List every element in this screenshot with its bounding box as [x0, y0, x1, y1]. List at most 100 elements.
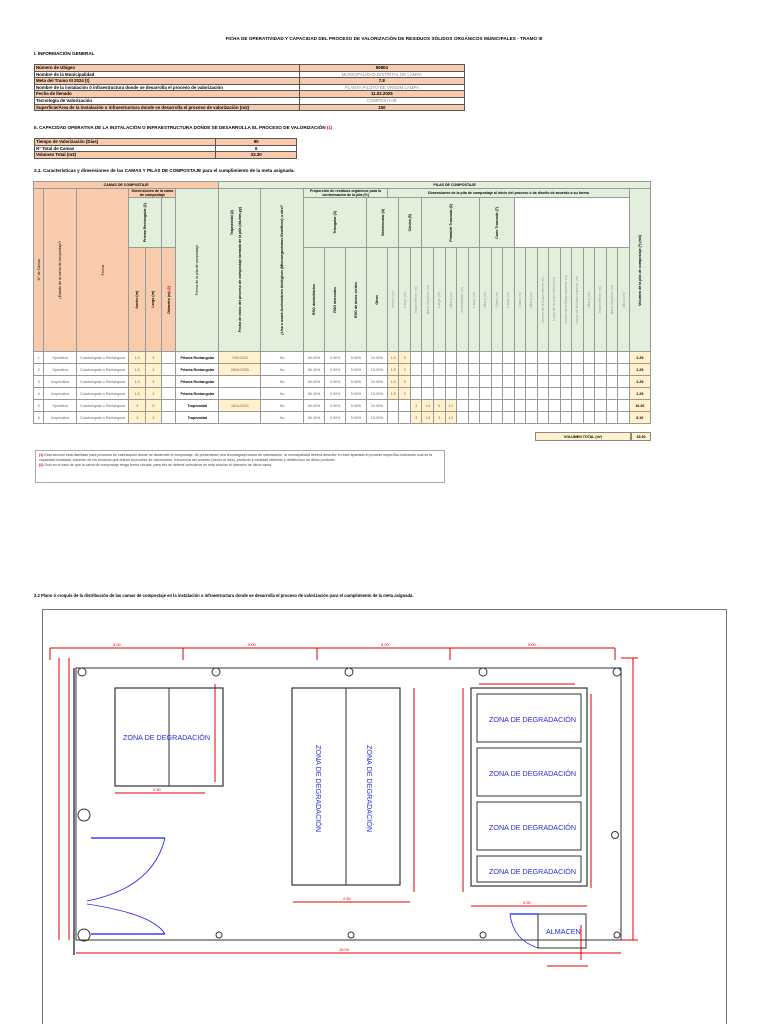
sub-col-header: Base (m): [490, 247, 504, 352]
cell-empty: [502, 399, 515, 412]
cell-tz-bi: [409, 387, 423, 400]
cell-n: 4: [32, 387, 45, 400]
sub-col-header: Ancho/Base (m): [456, 247, 469, 352]
cell-pr-l: 3: [398, 363, 411, 376]
cell-largo: 3: [145, 411, 162, 424]
cell-verde: 5.00%: [345, 363, 367, 376]
cell-empty: [536, 387, 550, 400]
cell-ancho: 1.5: [128, 351, 147, 364]
zone-label-r3: ZONA DE DEGRADACIÓN: [489, 823, 576, 832]
col-volumen: Volumen de la pila de compostaje (*) (m3…: [628, 188, 652, 352]
cell-empty: [571, 363, 584, 376]
cell-pr-l: [398, 399, 411, 412]
storage-label: ALMACEN: [546, 927, 581, 936]
col-col-otros: Otros: [366, 247, 388, 352]
cell-diam: [160, 399, 177, 412]
cell-fecha: [218, 375, 262, 388]
cell-empty: [617, 387, 630, 400]
section-2-2-heading: 2.2 Plano ó croquis de la distribución d…: [34, 593, 414, 598]
sub-col-header: Base inferior (m): [409, 247, 423, 352]
info-row: Nombre de la instalación ó infraestructu…: [34, 83, 466, 92]
shape-header: Cónica (5): [398, 197, 423, 248]
cell-pr-a: 1.5: [386, 387, 400, 400]
sub-col-header: Largo de la Base superior (m): [571, 247, 584, 352]
cell-forma: Cuadrangular o Rectangular: [75, 411, 130, 424]
footnote-2: (2) Solo en el caso de que la cama de co…: [39, 463, 273, 467]
col-estado: ¿Estado de la cama de compostaje?: [43, 188, 77, 352]
info-label: Nombre de la instalación ó infraestructu…: [34, 83, 300, 92]
cell-empty: [594, 387, 607, 400]
cell-tz-bi: 3: [409, 399, 423, 412]
info-value: COMPOSTAJE: [298, 96, 466, 105]
col-dims-pila: Dimensiones de la pila de compostaje al …: [386, 188, 630, 198]
total-volume-value: 33.30: [631, 432, 651, 441]
cell-empty: [582, 387, 596, 400]
sub-col-header: Altura (m): [444, 247, 458, 352]
cell-empty: [525, 375, 538, 388]
cell-ancho: 1.5: [128, 375, 147, 388]
cell-forma: Cuadrangular o Rectangular: [75, 375, 130, 388]
cell-largo: 3: [145, 351, 162, 364]
cell-empty: [479, 375, 492, 388]
cell-pr-l: 3: [398, 351, 411, 364]
sub-col-header: Altura (m): [479, 247, 492, 352]
cell-empty: [571, 387, 584, 400]
sub-col-header: Base (m): [513, 247, 527, 352]
cell-tz-bs: [421, 363, 434, 376]
cell-empty: [559, 351, 573, 364]
info-row: Volumen Total (m3)33.30: [33, 151, 297, 159]
cell-diam: [160, 351, 177, 364]
cell-pr-a: 1.5: [386, 375, 400, 388]
shape-header: Prisma Rectangular (1): [128, 197, 162, 248]
cell-otros: 15.00%: [366, 375, 388, 388]
cell-empty: [559, 387, 573, 400]
cell-empty: [571, 411, 584, 424]
cell-dom: 80.00%: [303, 351, 326, 364]
cell-empty: [617, 375, 630, 388]
cell-volume: 8.10: [628, 411, 652, 424]
cell-empty: [467, 375, 481, 388]
cell-empty: [594, 411, 607, 424]
cell-diam: [160, 411, 177, 424]
svg-text:2.50: 2.50: [153, 787, 162, 792]
cell-empty: [536, 399, 550, 412]
cell-empty: [548, 375, 561, 388]
svg-text:2.50: 2.50: [343, 896, 352, 901]
cell-acel: No: [260, 411, 305, 424]
cell-fecha: 28/01/2025: [218, 363, 262, 376]
cell-empty: [525, 411, 538, 424]
cell-volume: 2.25: [628, 387, 652, 400]
cell-otros: 15.00%: [366, 411, 388, 424]
cell-empty: [467, 363, 481, 376]
cell-empty: [525, 399, 538, 412]
col-col-rso-dom: RSO domiciliarios: [303, 247, 326, 352]
info-label: Superficie/Área de la instalación o infr…: [34, 103, 300, 112]
sub-col-header: Largo de la base inferior(m): [548, 247, 561, 352]
cell-empty: [490, 399, 504, 412]
composting-beds-table: CAMAS DE COMPOSTAJE PILAS DE COMPOSTAJE …: [32, 181, 652, 424]
sub-col-header: Altura (m): [582, 247, 596, 352]
cell-empty: [594, 399, 607, 412]
cell-empty: [582, 351, 596, 364]
col-ancho: Ancho (m): [128, 247, 147, 352]
cell-pr-a: [386, 411, 400, 424]
cell-volume: 16.20: [628, 399, 652, 412]
cell-estado: Operativa: [43, 399, 77, 412]
cell-empty: [548, 399, 561, 412]
cell-acel: No: [260, 387, 305, 400]
cell-tz-bs: 1.5: [421, 411, 434, 424]
cell-empty: [536, 351, 550, 364]
cell-fecha: 18/11/2024: [218, 399, 262, 412]
cell-empty: [479, 351, 492, 364]
cell-acel: No: [260, 375, 305, 388]
cell-empty: [571, 375, 584, 388]
svg-text:5.00: 5.00: [248, 642, 257, 647]
sub-col-header: Altura (m): [617, 247, 630, 352]
cell-pr-l: 3: [398, 387, 411, 400]
